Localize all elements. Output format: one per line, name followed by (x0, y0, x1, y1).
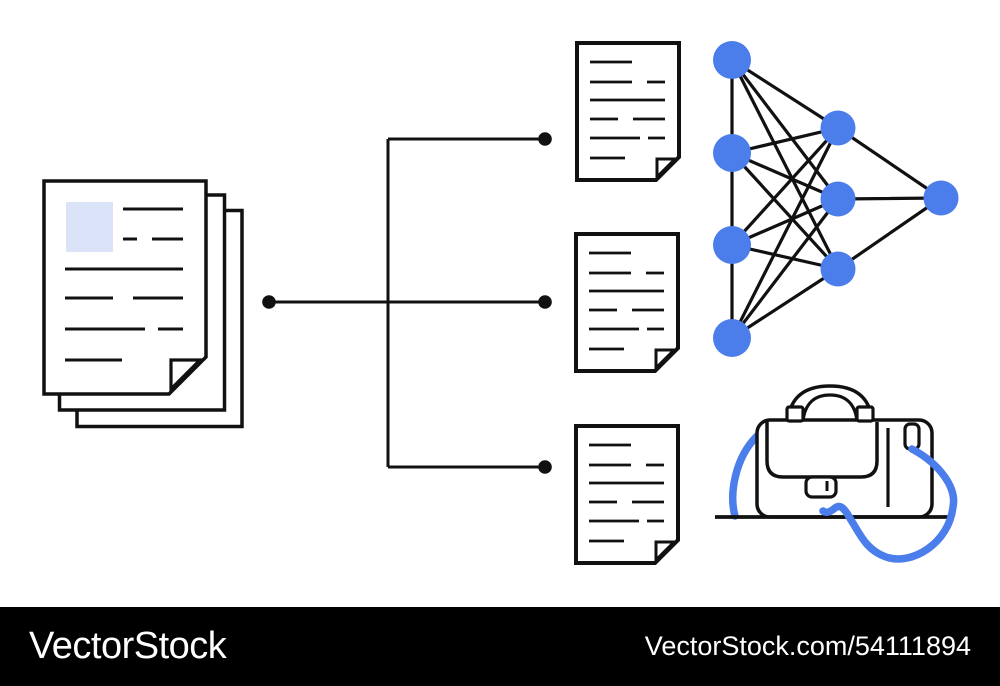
text-lines (65, 207, 183, 362)
image-placeholder (66, 202, 113, 252)
handle-tab-left (785, 405, 805, 423)
handle-inner (801, 393, 859, 422)
hidden-node-1 (820, 110, 856, 146)
connector-dot-bottom (538, 460, 552, 474)
input-node-1 (713, 41, 751, 79)
output-node (923, 180, 959, 216)
clasp (804, 475, 838, 499)
vector-illustration (42, 41, 959, 565)
connector-dot-top (538, 132, 552, 146)
hidden-node-2 (820, 181, 856, 217)
input-node-2 (713, 134, 751, 172)
briefcase-icon (715, 384, 958, 563)
document-icon-middle (574, 232, 680, 373)
connector-lines (269, 137, 545, 469)
input-node-4 (713, 319, 751, 357)
document-stack-icon (42, 179, 244, 429)
shoulder-strap-left (729, 432, 761, 520)
handle-tab-right (855, 405, 875, 423)
connector-dot-source (262, 295, 276, 309)
watermark-url-text: VectorStock.com/54111894 (644, 631, 971, 661)
document-icon-top (575, 41, 681, 182)
shoulder-strap-right (819, 445, 958, 563)
network-edges (730, 58, 942, 340)
hidden-node-3 (820, 251, 856, 287)
connector-dot-middle (538, 295, 552, 309)
neural-network-icon (713, 41, 959, 357)
watermark-bar: VectorStock VectorStock.com/54111894 (0, 607, 1000, 686)
flow-connector (262, 132, 552, 474)
brand-logo-text: VectorStock (29, 625, 227, 667)
document-icon-bottom (574, 424, 680, 565)
page-fold-corner (169, 358, 204, 393)
input-node-3 (713, 226, 751, 264)
